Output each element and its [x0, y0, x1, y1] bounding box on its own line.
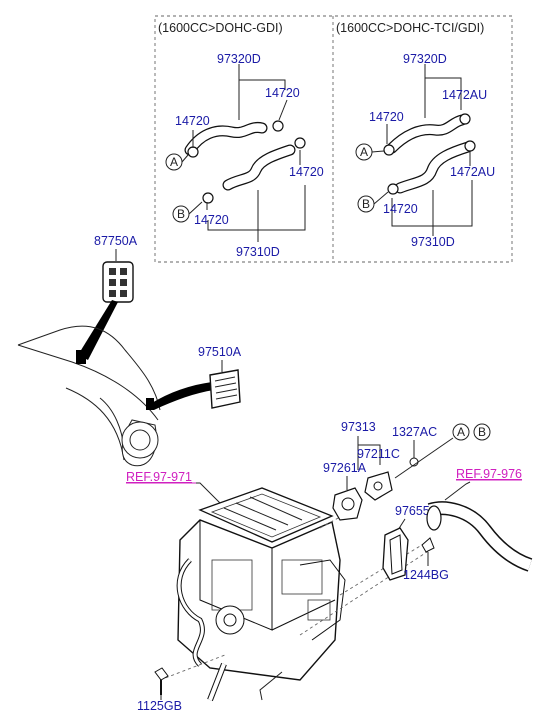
- label-1125GB: 1125GB: [137, 699, 182, 713]
- marker-a-right-label: A: [360, 145, 368, 159]
- car-outline: [17, 325, 214, 467]
- label-14720-right-1: 14720: [369, 110, 404, 124]
- clamp-icon: [464, 140, 476, 152]
- clamp-icon: [202, 192, 214, 204]
- label-97313: 97313: [341, 420, 376, 434]
- label-87750A: 87750A: [94, 234, 138, 248]
- bolt-1244BG-icon: [421, 537, 435, 553]
- ref-97-976[interactable]: REF.97-976: [456, 467, 522, 481]
- marker-b-right-label: B: [362, 197, 370, 211]
- label-1327AC: 1327AC: [392, 425, 437, 439]
- label-1244BG: 1244BG: [403, 568, 449, 582]
- label-97211C: 97211C: [357, 447, 400, 461]
- marker-a-left-label: A: [170, 155, 178, 169]
- label-1472AU-right-2: 1472AU: [450, 165, 495, 179]
- clamp-icon: [187, 146, 199, 158]
- pointer-wedge-2: [150, 382, 214, 410]
- clamp-icon: [387, 183, 399, 195]
- clamp-icon: [383, 144, 395, 156]
- label-14720-left-2: 14720: [265, 86, 300, 100]
- screw-icon: [154, 667, 169, 681]
- variant-left-header: (1600CC>DOHC-GDI): [158, 21, 283, 35]
- clamp-icon: [459, 113, 471, 125]
- variant-right-header: (1600CC>DOHC-TCI/GDI): [336, 21, 484, 35]
- marker-a-heater: [452, 423, 470, 441]
- label-14720-left-3: 14720: [289, 165, 324, 179]
- hose-variants-box: (1600CC>DOHC-GDI) (1600CC>DOHC-TCI/GDI): [154, 15, 513, 263]
- label-97310D-right: 97310D: [411, 235, 455, 249]
- gasket-parts: 97313 1327AC A B 97211C 97261A 97655A 12…: [323, 420, 533, 582]
- screw-1125GB: 1125GB: [137, 667, 182, 713]
- label-97320D-left: 97320D: [217, 52, 261, 66]
- clamp-icon: [272, 120, 284, 132]
- label-97310D-left: 97310D: [236, 245, 280, 259]
- marker-b-heater: [473, 423, 491, 441]
- label-97510A: 97510A: [198, 345, 242, 359]
- grille-location-mark: [76, 350, 86, 364]
- marker-a-heater-label: A: [457, 425, 465, 439]
- grille-87750A: 87750A: [78, 234, 138, 360]
- variant-left-hoses: A B 97320D 14720 14720 14720 14720 97310…: [165, 52, 324, 259]
- label-97261A: 97261A: [323, 461, 367, 475]
- vent-97510A: 97510A: [198, 345, 242, 409]
- label-14720-left-4: 14720: [194, 213, 229, 227]
- pipe-end-icon: [426, 505, 442, 531]
- variant-right-hoses: A B 97320D 14720 1472AU 1472AU 14720 973…: [355, 52, 495, 249]
- variants-frame: [154, 15, 513, 263]
- label-1472AU-right-1: 1472AU: [442, 88, 487, 102]
- pointer-wedge: [78, 300, 118, 360]
- heater-assembly: REF.97-971: [126, 470, 431, 702]
- clamp-icon: [294, 137, 306, 149]
- grille-icon: [102, 261, 134, 303]
- label-14720-left-1: 14720: [175, 114, 210, 128]
- ref-97-971[interactable]: REF.97-971: [126, 470, 192, 484]
- filter-cover-icon: [198, 487, 334, 543]
- marker-b-heater-label: B: [478, 425, 486, 439]
- label-97320D-right: 97320D: [403, 52, 447, 66]
- label-14720-right-2: 14720: [383, 202, 418, 216]
- marker-b-left-label: B: [177, 207, 185, 221]
